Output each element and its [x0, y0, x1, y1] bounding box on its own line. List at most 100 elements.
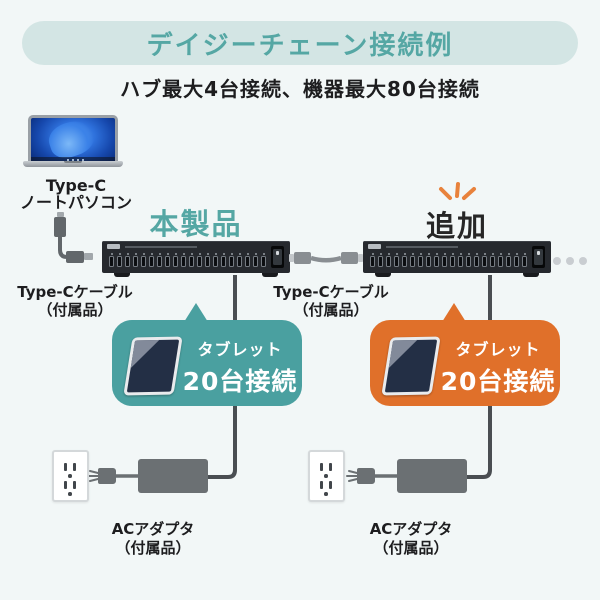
typec-cable-line2: （付属品） — [293, 301, 369, 319]
usb-port — [229, 253, 234, 267]
usb-port — [181, 253, 186, 267]
windows-wallpaper-icon — [44, 118, 100, 162]
laptop-label-line1: Type-C — [45, 176, 107, 195]
laptop-label-line2: ノートパソコン — [19, 193, 132, 212]
laptop-notch — [64, 161, 82, 163]
usb-port — [149, 253, 154, 267]
callout-line2: 20台接続 — [440, 367, 556, 396]
tablet-icon — [381, 336, 441, 396]
usb-port — [378, 253, 383, 267]
usb-port — [498, 253, 503, 267]
typec-cable-line1: Type-Cケーブル — [273, 283, 389, 301]
ellipsis-dot — [566, 257, 574, 265]
usb-port — [133, 253, 138, 267]
usb-port — [450, 253, 455, 267]
usb-port — [442, 253, 447, 267]
title-banner: デイジーチェーン接続例 — [22, 21, 578, 65]
wall-outlet-icon — [52, 450, 89, 502]
usb-port — [141, 253, 146, 267]
hub2-power-cable — [466, 275, 492, 479]
power-switch-icon — [532, 246, 545, 268]
ac-adapter-line1: ACアダプタ — [369, 520, 453, 538]
hub-model-text — [125, 246, 197, 248]
typec-connector-icon — [294, 252, 311, 264]
usb-port — [386, 253, 391, 267]
hub-logo — [107, 244, 120, 249]
usb-port — [434, 253, 439, 267]
plug1-prongs-icon — [87, 470, 99, 482]
typec-cable-label-left: Type-Cケーブル （付属品） — [0, 283, 150, 319]
laptop-taskbar — [31, 157, 115, 162]
hub-port-row — [109, 253, 266, 267]
typec-connector-icon — [66, 251, 84, 263]
ellipsis-dot — [579, 257, 587, 265]
hub-foot — [114, 273, 130, 277]
usb-port — [482, 253, 487, 267]
wall-outlet-icon — [308, 450, 345, 502]
usb-port — [522, 253, 527, 267]
power-plug-icon — [98, 468, 116, 484]
laptop-illustration — [23, 115, 123, 171]
usb-port — [370, 253, 375, 267]
typec-connector-tip-icon — [289, 254, 294, 262]
page-subtitle: ハブ最大4台接続、機器最大80台接続 — [120, 77, 480, 101]
tablet-icon — [123, 336, 183, 396]
usb-port — [197, 253, 202, 267]
interhub-cable-cord — [310, 255, 342, 263]
laptop-label: Type-C ノートパソコン — [6, 177, 146, 211]
usb-port — [173, 253, 178, 267]
typec-connector-tip-icon — [84, 253, 93, 260]
callout-pointer — [184, 303, 208, 322]
usb-port — [245, 253, 250, 267]
usb-port — [466, 253, 471, 267]
usb-port — [125, 253, 130, 267]
usb-port — [514, 253, 519, 267]
usb-port — [490, 253, 495, 267]
ac-adapter-brick — [397, 459, 467, 493]
product-hub-label: 本製品 — [149, 207, 243, 241]
usb-port — [213, 253, 218, 267]
usb-port — [165, 253, 170, 267]
laptop-screen — [28, 115, 118, 166]
callout-line1: タブレット — [455, 340, 541, 359]
usb-port — [410, 253, 415, 267]
added-hub-label: 追加 — [425, 209, 488, 243]
hub-device-product — [102, 241, 290, 277]
usb-port — [157, 253, 162, 267]
typec-connector-icon — [341, 252, 358, 264]
usb-port — [117, 253, 122, 267]
usb-port — [474, 253, 479, 267]
power-switch-icon — [271, 246, 284, 268]
hub-foot — [375, 273, 391, 277]
usb-port — [402, 253, 407, 267]
usb-port — [418, 253, 423, 267]
usb-port — [237, 253, 242, 267]
usb-port — [261, 253, 266, 267]
typec-cable-line2: （付属品） — [37, 301, 113, 319]
hub-port-row — [370, 253, 527, 267]
hub1-power-cable — [207, 275, 237, 479]
hub-foot — [262, 273, 278, 277]
hub-logo — [368, 244, 381, 249]
typec-cable-label-right: Type-Cケーブル （付属品） — [256, 283, 406, 319]
typec-connector-tip-icon — [358, 254, 363, 262]
page-title: デイジーチェーン接続例 — [146, 30, 454, 61]
ac-adapter-line2: （付属品） — [373, 539, 449, 557]
usb-port — [205, 253, 210, 267]
typec-cable-line1: Type-Cケーブル — [17, 283, 133, 301]
ac-adapter-brick — [138, 459, 208, 493]
usb-port — [458, 253, 463, 267]
usb-port — [221, 253, 226, 267]
laptop-base — [23, 161, 123, 167]
usb-port — [189, 253, 194, 267]
callout-pointer — [442, 303, 466, 322]
ellipsis-dot — [553, 257, 561, 265]
usb-port — [506, 253, 511, 267]
hub-device-added — [363, 241, 551, 277]
ac-adapter-line2: （付属品） — [115, 539, 191, 557]
plug2-prongs-icon — [346, 470, 358, 482]
usb-port — [109, 253, 114, 267]
callout-line1: タブレット — [197, 340, 283, 359]
